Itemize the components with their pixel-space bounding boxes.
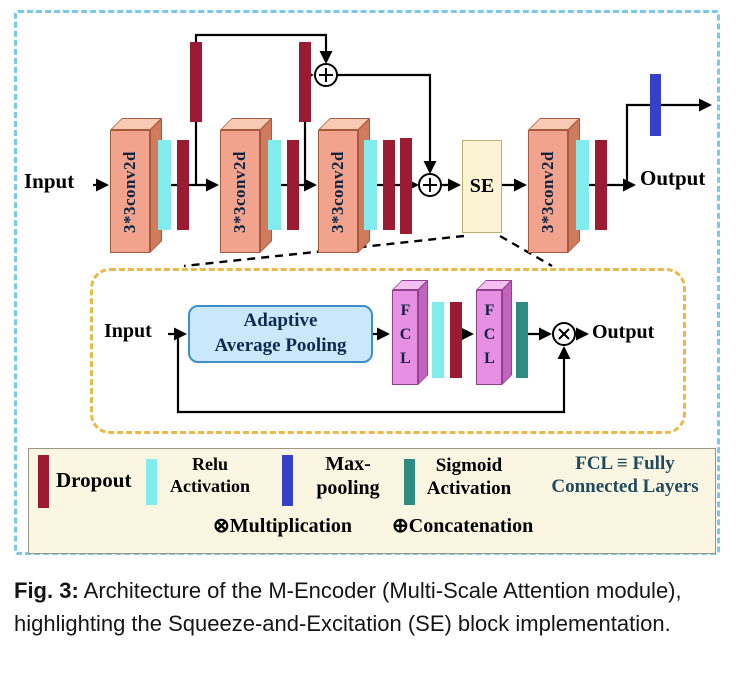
- main-output-label: Output: [640, 166, 706, 190]
- legend-relu-line2: Activation: [170, 475, 250, 496]
- legend-maxpool-swatch: [282, 455, 293, 506]
- multiplication-symbol: [552, 322, 576, 346]
- maxpool-bar: [650, 74, 661, 136]
- legend-maxpool-line2: pooling: [316, 477, 380, 500]
- dropout-bar: [177, 140, 189, 230]
- relu-bar: [364, 140, 377, 230]
- legend-box: [28, 448, 716, 554]
- dropout-bar: [595, 140, 607, 230]
- legend-multiplication-label: ⊗Multiplication: [213, 515, 352, 537]
- conv-block-1: 3*3conv2d: [110, 118, 162, 253]
- legend-fcl-line2: Connected Layers: [551, 476, 699, 498]
- legend-dropout-label: Dropout: [56, 468, 132, 492]
- detail-input-label: Input: [104, 320, 152, 342]
- legend-sigmoid-label: Sigmoid Activation: [416, 454, 522, 500]
- dropout-bar: [450, 302, 462, 378]
- concatenation-symbol-top: [314, 63, 338, 87]
- fcl-block-2: FCL: [476, 280, 512, 385]
- legend-fcl-line1: FCL ≡ Fully: [575, 453, 675, 474]
- se-block-label: SE: [469, 175, 495, 197]
- relu-bar: [268, 140, 281, 230]
- dropout-bar: [383, 140, 395, 230]
- conv-block-front-face: 3*3conv2d: [528, 130, 568, 253]
- relu-bar: [432, 302, 444, 378]
- dropout-bar: [287, 140, 299, 230]
- legend-maxpool-line1: Max-: [325, 453, 371, 475]
- relu-bar: [158, 140, 171, 230]
- main-input-label: Input: [24, 169, 75, 193]
- conv-block-label: 3*3conv2d: [230, 150, 249, 233]
- legend-relu-label: Relu Activation: [158, 454, 262, 498]
- legend-relu-swatch: [146, 459, 157, 505]
- legend-sigmoid-line2: Activation: [426, 478, 512, 500]
- legend-sigmoid-swatch: [404, 459, 415, 505]
- se-block: SE: [462, 140, 502, 233]
- conv-block-label: 3*3conv2d: [328, 150, 347, 233]
- detail-output-label: Output: [592, 321, 655, 343]
- fcl-block-side-face: [502, 280, 512, 385]
- fcl-block-1: FCL: [392, 280, 428, 385]
- relu-bar: [576, 140, 589, 230]
- sigmoid-bar: [516, 302, 528, 378]
- legend-maxpool-label: Max- pooling: [296, 452, 400, 501]
- fcl-block-label: FCL: [481, 301, 498, 374]
- dropout-bar-skip-2: [299, 42, 311, 122]
- conv-block-label: 3*3conv2d: [538, 150, 557, 233]
- fcl-block-front-face: FCL: [476, 290, 502, 385]
- conv-block-front-face: 3*3conv2d: [318, 130, 358, 253]
- figure-caption: Fig. 3: Architecture of the M-Encoder (M…: [14, 574, 728, 640]
- adaptive-average-pooling-box: Adaptive Average Pooling: [188, 305, 373, 363]
- dropout-bar-skip-1: [190, 42, 202, 122]
- conv-block-4: 3*3conv2d: [528, 118, 580, 253]
- caption-prefix: Fig. 3:: [14, 578, 79, 603]
- fcl-block-front-face: FCL: [392, 290, 418, 385]
- se-detail-lines: [168, 327, 589, 414]
- fcl-block-side-face: [418, 280, 428, 385]
- legend-dropout-swatch: [38, 455, 49, 508]
- fcl-block-label: FCL: [397, 301, 414, 374]
- caption-text: Architecture of the M-Encoder (Multi-Sca…: [14, 578, 682, 636]
- conv-block-front-face: 3*3conv2d: [110, 130, 150, 253]
- legend-concatenation-label: ⊕Concatenation: [392, 515, 534, 537]
- conv-block-2: 3*3conv2d: [220, 118, 272, 253]
- concatenation-symbol-main: [418, 173, 442, 197]
- legend-fcl-label: FCL ≡ Fully Connected Layers: [532, 452, 718, 498]
- conv-block-front-face: 3*3conv2d: [220, 130, 260, 253]
- conv-block-label: 3*3conv2d: [120, 150, 139, 233]
- pooling-label-line2: Average Pooling: [214, 335, 347, 356]
- se-detail-box: [90, 268, 686, 434]
- pooling-label-line1: Adaptive: [243, 310, 318, 332]
- legend-sigmoid-line1: Sigmoid: [435, 455, 503, 476]
- dropout-bar: [400, 138, 412, 234]
- legend-relu-line1: Relu: [192, 454, 228, 474]
- conv-block-3: 3*3conv2d: [318, 118, 370, 253]
